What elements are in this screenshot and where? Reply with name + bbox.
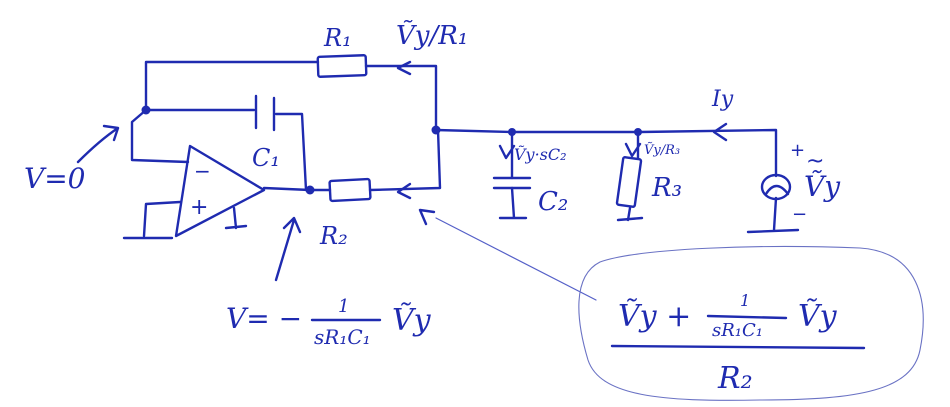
vout-lhs: V= − (226, 302, 302, 335)
arrow-i-r1 (396, 60, 412, 76)
wire-opamp-output (262, 186, 332, 192)
voltage-source-inner (764, 184, 790, 196)
wire-r2-to-node (368, 128, 442, 192)
vout-den: sR₁C₁ (314, 325, 371, 349)
pointer-vout (274, 216, 302, 282)
label-v-inverting: V=0 (24, 162, 86, 195)
callout-frac-num: 1 (740, 291, 750, 310)
label-c2: C₂ (538, 187, 568, 217)
label-source-plus: + (790, 140, 805, 161)
label-source-tilde: ~ (806, 149, 824, 174)
label-c1: C₁ (252, 144, 280, 172)
pointer-callout-head (418, 208, 436, 226)
label-iy: Iy (711, 87, 734, 112)
capacitor-c1 (254, 94, 276, 132)
voltage-source-circle (760, 173, 792, 201)
junction-dot (141, 105, 151, 115)
callout-inner-fraction-bar (706, 314, 788, 320)
resistor-r3 (615, 156, 643, 208)
callout-num-right: Ṽy (798, 298, 838, 334)
label-opamp-minus: − (194, 159, 211, 183)
wire-c1-loop (144, 108, 308, 192)
callout-den: R₂ (717, 361, 753, 396)
label-r1: R₁ (323, 24, 352, 52)
label-r3: R₃ (651, 173, 682, 203)
junction-dot (305, 185, 315, 195)
arrow-i-r3 (624, 142, 642, 158)
pointer-v0 (76, 124, 120, 164)
arrow-i-c2 (498, 144, 516, 160)
wire-c2-branch (498, 130, 528, 220)
resistor-r2 (328, 177, 372, 203)
label-current-r1: Ṽy/R₁ (396, 19, 468, 51)
vout-num: 1 (338, 296, 349, 317)
arrow-i-r2 (396, 182, 412, 200)
junction-dot (431, 125, 441, 135)
wire-main-bus (434, 128, 778, 178)
wire-noninverting-input (122, 200, 182, 240)
junction-dot (634, 128, 642, 136)
resistor-r1 (316, 54, 368, 78)
opamp-triangle (174, 144, 266, 238)
wire-r1-loop (144, 60, 438, 132)
capacitor-c2 (492, 176, 532, 190)
callout-fraction-bar (610, 344, 866, 350)
label-current-c2: Ṽy·sC₂ (514, 144, 567, 164)
junction-dot (508, 128, 516, 136)
callout-num-left: Ṽy + (618, 298, 691, 334)
wire-inverting-input (130, 108, 190, 164)
pointer-callout (435, 217, 597, 301)
label-current-r3: Ṽy/R₃ (644, 142, 680, 158)
label-opamp-plus: + (190, 195, 208, 220)
vout-rhs: Ṽy (392, 302, 432, 338)
wire-source-ground (746, 196, 800, 234)
label-r2: R₂ (319, 222, 348, 250)
label-source-minus: − (792, 204, 807, 225)
arrow-iy (712, 122, 728, 142)
label-source-v: Ṽy (804, 170, 841, 203)
opamp-ground-tick (224, 206, 248, 230)
callout-frac-den: sR₁C₁ (712, 320, 763, 341)
callout-bubble (578, 245, 924, 401)
